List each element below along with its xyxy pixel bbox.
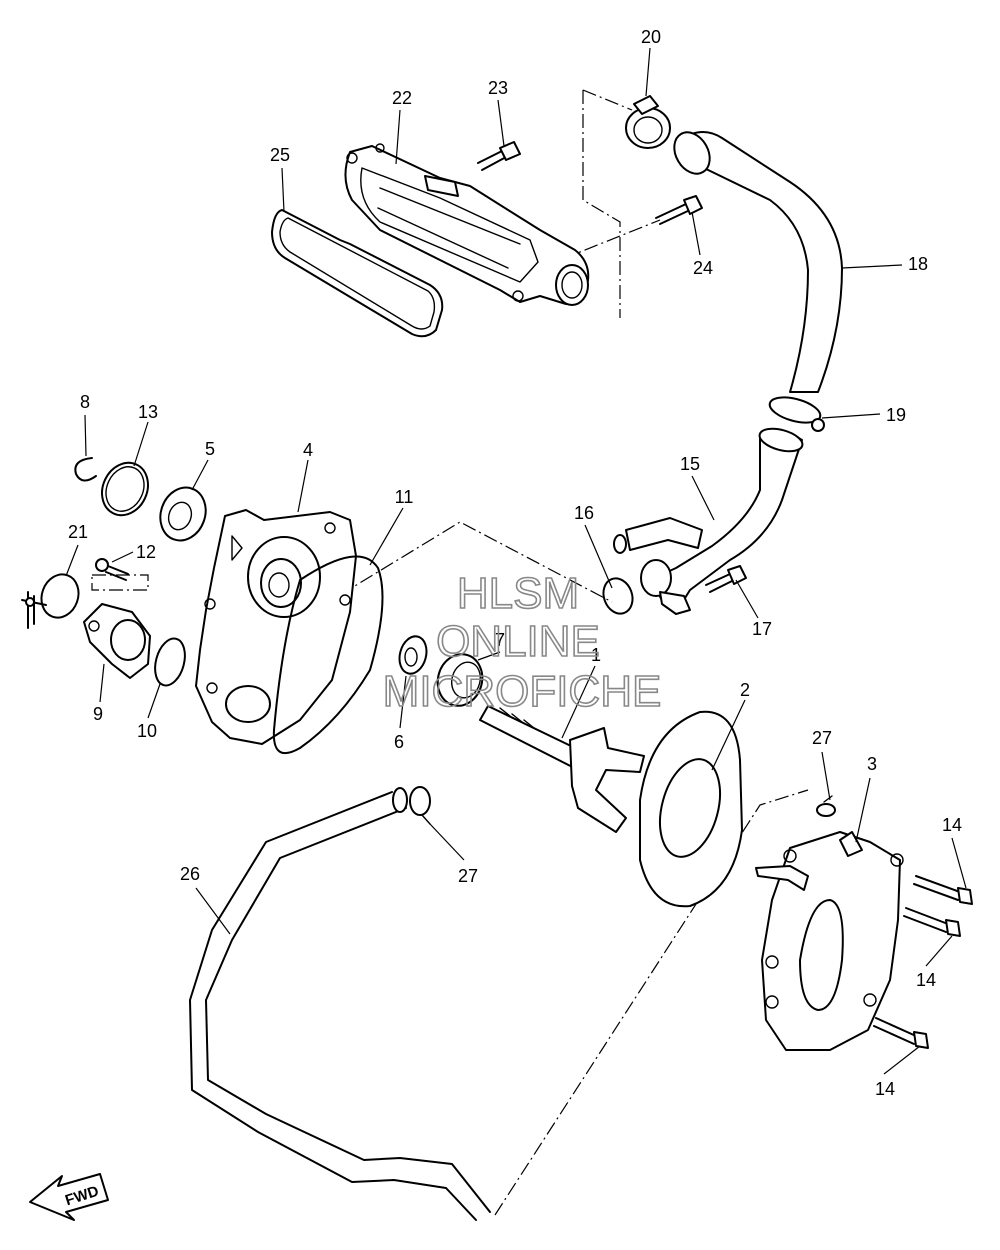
part-16-o-ring [602, 577, 634, 615]
forward-direction-arrow: FWD [29, 1173, 109, 1221]
part-25-gasket [271, 209, 444, 338]
callout-23: 23 [488, 78, 508, 98]
part-4-water-pump-housing [195, 509, 357, 745]
part-11-o-ring [272, 555, 384, 754]
callout-26: 26 [180, 864, 200, 884]
part-20-hose-clamp [625, 95, 671, 149]
callout-27-lower: 27 [458, 866, 478, 886]
callout-21: 21 [68, 522, 88, 542]
part-15-water-pipe [613, 427, 804, 615]
part-26-water-hose [189, 787, 491, 1221]
part-23-bolt [477, 141, 521, 171]
part-27-clamp-lower [409, 786, 431, 825]
callout-11: 11 [395, 487, 414, 507]
part-21-clamp [21, 573, 80, 629]
callout-8: 8 [80, 392, 90, 412]
callout-17: 17 [752, 619, 772, 639]
watermark-line-1: HLSM [457, 569, 579, 618]
part-24-bolt [655, 195, 703, 225]
watermark: HLSM ONLINE MICROFICHE [382, 568, 662, 717]
callout-24: 24 [693, 258, 713, 278]
part-14-bolts [873, 875, 973, 1049]
callout-18: 18 [908, 254, 928, 274]
callout-14-upper: 14 [942, 815, 962, 835]
part-2-impeller-cover [639, 710, 743, 908]
callout-16: 16 [574, 503, 594, 523]
watermark-line-3: MICROFICHE [383, 667, 662, 716]
callout-14-lower: 14 [875, 1079, 895, 1099]
callout-13: 13 [138, 402, 158, 422]
part-7-mechanical-seal [436, 653, 484, 707]
part-6-oil-seal [398, 635, 428, 675]
callout-19: 19 [886, 405, 906, 425]
callout-1: 1 [591, 645, 601, 665]
part-18-radiator-hose [673, 131, 843, 393]
part-13-o-ring [101, 461, 149, 517]
part-27-clamp-upper [816, 795, 836, 817]
callout-7: 7 [495, 630, 505, 650]
callout-22: 22 [392, 88, 412, 108]
part-1-impeller-shaft [479, 705, 645, 833]
part-9-water-joint [83, 603, 151, 679]
callout-14-middle: 14 [916, 970, 936, 990]
part-3-pump-cover [755, 831, 904, 1051]
callout-6: 6 [394, 732, 404, 752]
part-10-o-ring [154, 637, 186, 687]
part-5-bearing [159, 486, 207, 542]
callout-25: 25 [270, 145, 290, 165]
part-12-bolt [95, 558, 129, 581]
callout-2: 2 [740, 680, 750, 700]
callout-5: 5 [205, 439, 215, 459]
part-17-bolt [705, 565, 747, 593]
callout-labels: 20 23 22 25 24 18 19 15 16 17 8 13 5 4 1… [68, 27, 962, 1099]
callout-9: 9 [93, 704, 103, 724]
callout-12: 12 [136, 542, 156, 562]
callout-15: 15 [680, 454, 700, 474]
callout-20: 20 [641, 27, 661, 47]
callout-27-upper: 27 [812, 728, 832, 748]
part-8-circlip [74, 457, 97, 482]
watermark-line-2: ONLINE [436, 617, 600, 666]
callout-10: 10 [137, 721, 157, 741]
leader-lines [65, 47, 967, 1075]
part-22-thermostat-housing [344, 143, 590, 306]
part-19-hose-clamp [768, 396, 825, 432]
callout-3: 3 [867, 754, 877, 774]
callout-4: 4 [303, 440, 313, 460]
